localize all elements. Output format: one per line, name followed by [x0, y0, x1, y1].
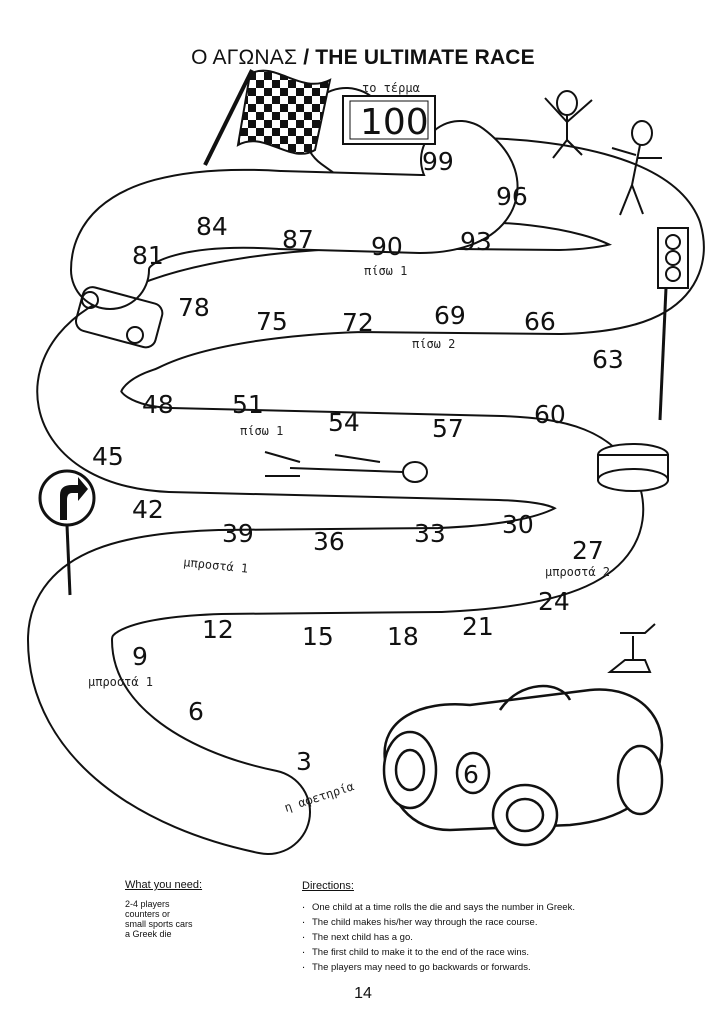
- car-jack-icon: [607, 623, 656, 673]
- finish-number: 100: [360, 102, 429, 143]
- square-3: 3: [296, 747, 312, 776]
- square-51: 51: [232, 390, 264, 419]
- square-63: 63: [592, 345, 624, 374]
- square-48: 48: [142, 390, 174, 419]
- board-squares: 3 6 9 12 15 18 21 24 27 30 33 36 39 42 4…: [92, 147, 624, 776]
- square-21: 21: [462, 612, 494, 641]
- finish-label: το τέρμα: [362, 81, 420, 95]
- page-title: Ο ΑΓΩΝΑΣ / THE ULTIMATE RACE: [0, 46, 726, 70]
- race-track: [27, 87, 705, 855]
- square-84: 84: [196, 212, 228, 241]
- instruction-back-1-a: πίσω 1: [240, 424, 283, 438]
- instruction-back-1-b: πίσω 1: [364, 264, 407, 278]
- overturned-car-icon: [74, 286, 164, 349]
- square-36: 36: [313, 527, 345, 556]
- square-90: 90: [371, 232, 403, 261]
- square-69: 69: [434, 301, 466, 330]
- square-15: 15: [302, 622, 334, 651]
- directions-list: One child at a time rolls the die and sa…: [302, 898, 702, 975]
- tyre-icon: [597, 443, 669, 492]
- directions: Directions: One child at a time rolls th…: [302, 880, 702, 975]
- lying-person-icon: [264, 451, 428, 483]
- square-33: 33: [414, 519, 446, 548]
- square-66: 66: [524, 307, 556, 336]
- square-42: 42: [132, 495, 164, 524]
- direction-item: The first child to make it to the end of…: [302, 943, 702, 960]
- square-9: 9: [132, 642, 148, 671]
- direction-item: One child at a time rolls the die and sa…: [302, 898, 702, 915]
- what-you-need: What you need: 2-4 players counters or s…: [125, 879, 275, 940]
- square-81: 81: [132, 241, 164, 270]
- instruction-forward-1-b: μπροστά 1: [183, 555, 249, 576]
- square-96: 96: [496, 182, 528, 211]
- square-45: 45: [92, 442, 124, 471]
- square-6: 6: [188, 697, 204, 726]
- square-24: 24: [538, 587, 570, 616]
- needs-heading: What you need:: [125, 879, 203, 891]
- turn-right-sign-icon: [38, 469, 96, 596]
- square-39: 39: [222, 519, 254, 548]
- direction-item: The players may need to go backwards or …: [302, 958, 702, 975]
- instruction-forward-2: μπροστά 2: [545, 565, 610, 579]
- instruction-forward-1-a: μπροστά 1: [88, 675, 153, 689]
- car-number: 6: [463, 760, 479, 789]
- square-93: 93: [460, 227, 492, 256]
- race-car-icon: [382, 684, 664, 847]
- title-separator: /: [303, 46, 310, 69]
- checkered-flag-icon: [203, 69, 332, 166]
- square-54: 54: [328, 408, 360, 437]
- direction-item: The next child has a go.: [302, 928, 702, 945]
- title-english: THE ULTIMATE RACE: [315, 46, 535, 69]
- square-72: 72: [342, 308, 374, 337]
- title-greek: Ο ΑΓΩΝΑΣ: [191, 46, 298, 69]
- square-57: 57: [432, 414, 464, 443]
- traffic-light-icon: [657, 227, 689, 421]
- directions-heading: Directions:: [302, 880, 354, 892]
- needs-item: a Greek die: [125, 929, 172, 939]
- cheering-children-icon: [544, 90, 662, 216]
- needs-item: counters or: [125, 909, 171, 919]
- needs-item: small sports cars: [125, 919, 193, 929]
- needs-item: 2-4 players: [125, 899, 170, 909]
- square-78: 78: [178, 293, 210, 322]
- square-99: 99: [422, 147, 454, 176]
- square-12: 12: [202, 615, 234, 644]
- square-27: 27: [572, 536, 604, 565]
- square-18: 18: [387, 622, 419, 651]
- square-75: 75: [256, 307, 288, 336]
- square-60: 60: [534, 400, 566, 429]
- finish-banner: [342, 95, 436, 145]
- direction-item: The child makes his/her way through the …: [302, 913, 702, 930]
- instruction-back-2: πίσω 2: [412, 337, 455, 351]
- square-87: 87: [282, 225, 314, 254]
- page-number: 14: [354, 985, 372, 1002]
- square-30: 30: [502, 510, 534, 539]
